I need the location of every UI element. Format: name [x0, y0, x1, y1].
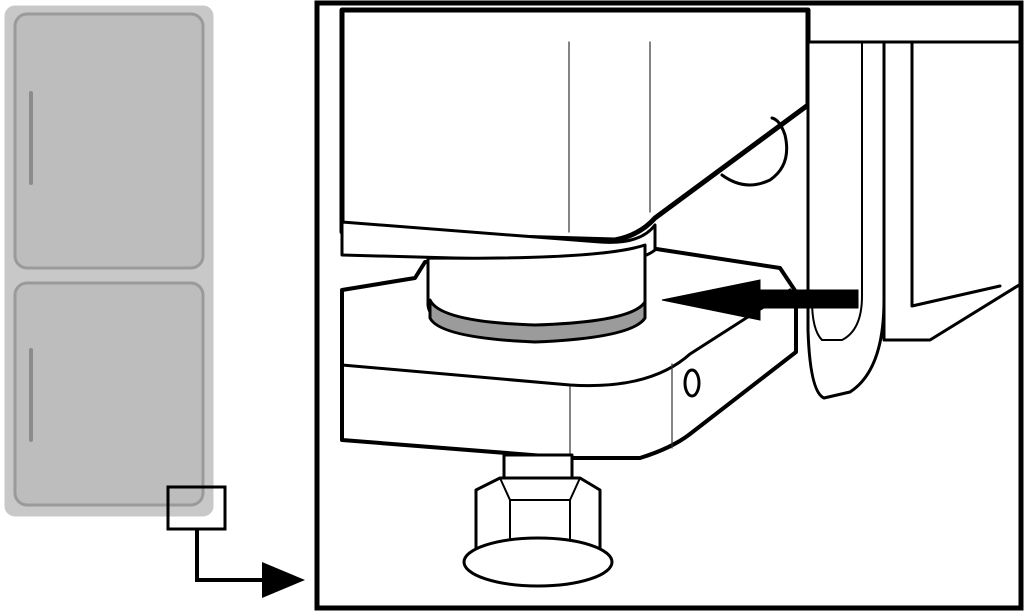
detail-frame	[314, 0, 1024, 611]
callout-leader-line	[195, 529, 266, 582]
arrow-left-icon	[661, 279, 859, 321]
cabinet-body	[339, 7, 811, 243]
side-panel	[882, 40, 1021, 342]
rear-roller	[720, 116, 789, 187]
arrow-right-icon	[262, 562, 305, 598]
base-plate-top-edge	[340, 288, 792, 388]
upper-door	[13, 12, 205, 270]
highlighted-wheel-band	[428, 298, 647, 344]
detail-view	[314, 0, 1024, 611]
side-panel-edge	[910, 40, 1002, 308]
base-plate-hole	[683, 368, 701, 398]
side-frame-outer	[806, 40, 886, 400]
side-frame-inner	[811, 41, 863, 341]
lower-door	[13, 281, 205, 507]
leveling-foot-washer	[462, 536, 614, 588]
appliance-overview	[4, 5, 305, 598]
